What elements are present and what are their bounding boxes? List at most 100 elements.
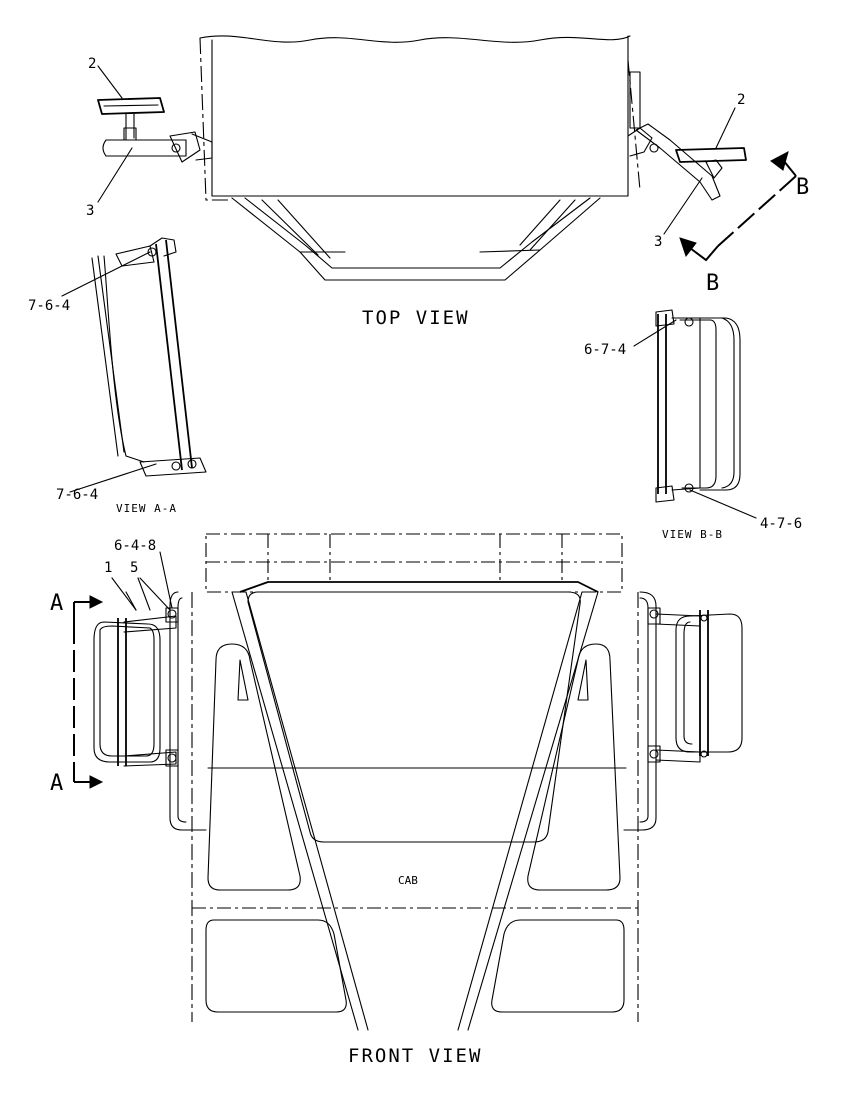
a-bottom-segment	[73, 601, 92, 783]
left-arm-hinge	[169, 131, 201, 163]
right-side-window	[527, 643, 621, 891]
right-lower-bolt	[649, 749, 659, 759]
cab-left-rail	[169, 591, 207, 831]
left-mirror-stem	[125, 113, 135, 141]
leader-view-b-upper	[633, 319, 677, 347]
section-a-bottom-letter: A	[50, 771, 63, 796]
right-lower-panel	[491, 919, 625, 1013]
left-side-window	[207, 643, 301, 891]
windshield-upper	[247, 591, 581, 843]
callout-5: 5	[130, 560, 138, 576]
roof-base	[239, 581, 599, 593]
lower-details	[261, 199, 576, 259]
top-view-title: TOP VIEW	[362, 307, 470, 329]
view-a-upper-clamp	[149, 237, 177, 257]
callout-top-right-2: 2	[737, 92, 745, 108]
view-a-upper-bolt	[147, 247, 157, 257]
view-b-upper-clamp	[655, 309, 675, 327]
right-mirror-pole-front	[699, 610, 709, 756]
right-upper-pivot	[700, 614, 708, 622]
left-window-detail	[237, 659, 249, 701]
right-upper-mount	[647, 607, 661, 625]
leader-top-left-2	[97, 65, 123, 99]
view-a-a: 7-6-4 7-6-4 VIEW A-A	[28, 237, 207, 515]
view-a-pole-1	[155, 243, 183, 471]
section-b-bottom-letter: B	[706, 271, 719, 296]
leader-1	[111, 577, 137, 611]
right-upper-bolt	[649, 609, 659, 619]
view-b-b: 6-7-4 4-7-6 VIEW B-B	[584, 309, 802, 541]
pillar-right-2	[457, 591, 583, 1031]
view-b-lower-clamp	[655, 485, 675, 503]
right-mirror-top	[627, 71, 747, 201]
view-a-mirror-back	[103, 255, 145, 463]
roof-dividers	[267, 534, 563, 582]
view-a-lower-bolt-2	[187, 459, 197, 469]
callout-648: 6-4-8	[114, 538, 156, 554]
left-mirror-pole-front	[117, 618, 127, 766]
leader-view-b-lower	[689, 489, 757, 519]
callout-top-left-2: 2	[88, 56, 96, 72]
right-lower-pivot	[700, 750, 708, 758]
right-arm-mount	[627, 127, 653, 157]
leader-view-a-upper	[61, 251, 151, 297]
callout-top-left-3: 3	[86, 203, 94, 219]
left-arm	[102, 139, 187, 157]
right-arm	[635, 123, 721, 201]
left-mirror-glass	[97, 97, 165, 115]
left-upper-bolt	[167, 609, 177, 619]
view-a-lower-bracket	[139, 457, 207, 477]
right-window-detail	[577, 659, 589, 701]
section-a-top-letter: A	[50, 591, 63, 616]
leader-view-a-lower	[69, 463, 157, 493]
lower-body-inner	[244, 197, 591, 269]
leader-top-right-3	[663, 177, 703, 235]
right-mirror-front	[647, 607, 743, 763]
left-mirror-front	[93, 551, 179, 767]
left-mirror-top	[97, 97, 213, 163]
cab-left-rail-inner	[177, 597, 187, 823]
roof-outline	[205, 533, 623, 593]
left-lower-bolt	[167, 753, 177, 763]
view-b-upper-bolt	[684, 317, 694, 327]
b-cut-line	[717, 175, 797, 247]
a-top-arrow	[89, 595, 104, 609]
front-view-title: FRONT VIEW	[348, 1045, 482, 1067]
leader-top-right-2	[715, 107, 736, 149]
left-arm-bolt	[171, 143, 181, 153]
b-bottom-arrow	[679, 237, 697, 258]
view-a-pole-2	[165, 239, 193, 469]
front-view: CAB 6-4-8 1 5	[50, 533, 743, 1067]
right-mirror-inner-front	[683, 621, 693, 745]
lower-body	[231, 197, 601, 281]
cab-body-outline	[211, 35, 629, 197]
a-bottom-arrow	[89, 775, 104, 789]
left-lower-mount	[165, 749, 179, 767]
view-b-mirror-outer	[699, 317, 741, 491]
phantom-left	[199, 37, 232, 201]
right-mirror-stem	[705, 159, 723, 179]
callout-1: 1	[104, 560, 112, 576]
left-arm-leaders	[125, 577, 151, 611]
leader-5	[139, 577, 171, 611]
break-line	[199, 35, 631, 43]
cab-right-rail-inner	[639, 597, 649, 823]
callout-view-a-upper: 7-6-4	[28, 298, 70, 314]
view-b-bracket	[671, 317, 701, 491]
left-arm-mount	[191, 133, 213, 161]
left-lower-panel	[205, 919, 347, 1013]
callout-top-right-3: 3	[654, 234, 662, 250]
right-upper-arm	[655, 613, 701, 627]
right-mirror-glass-front	[675, 613, 743, 753]
right-arm-bolt	[649, 143, 659, 153]
callout-view-b-upper: 6-7-4	[584, 342, 626, 358]
pillar-left-2	[245, 591, 369, 1031]
view-b-lower-bolt	[684, 483, 694, 493]
left-mirror-edge	[103, 104, 159, 107]
cab-label: CAB	[398, 874, 418, 887]
b-bottom-segment	[689, 245, 719, 262]
right-mirror-glass	[675, 147, 747, 163]
callout-view-a-lower: 7-6-4	[56, 487, 98, 503]
